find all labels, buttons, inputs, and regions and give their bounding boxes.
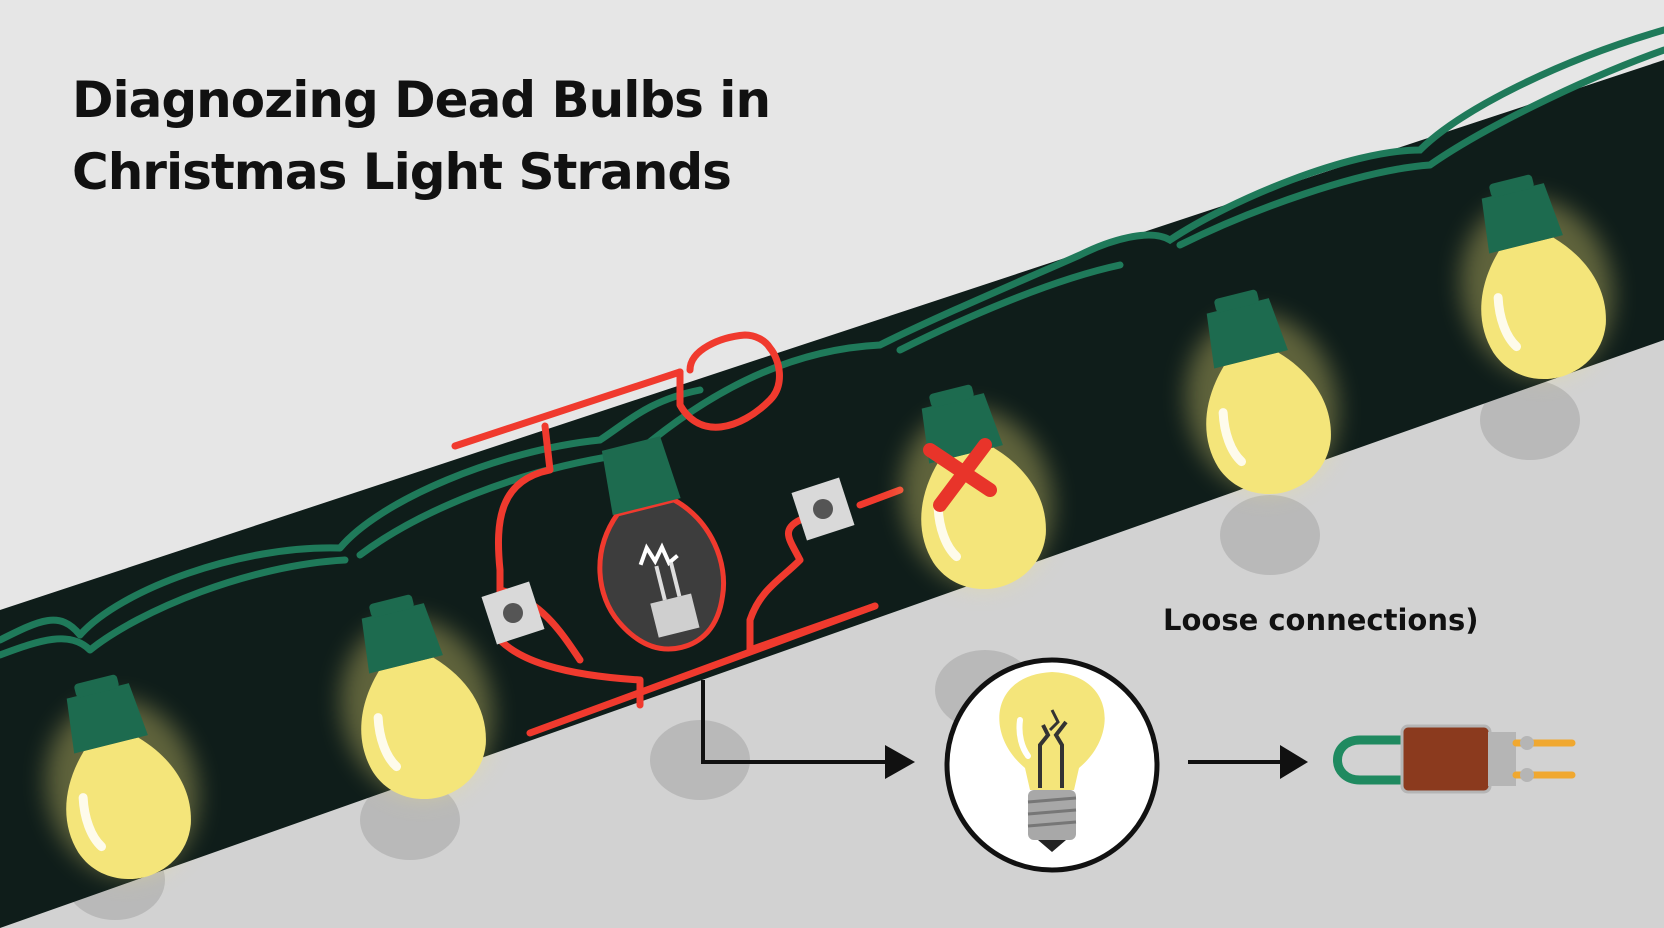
broken-filament-bulb-icon: [944, 657, 1160, 873]
arrow-icon-2: [1188, 745, 1308, 779]
arrow-icon: [701, 680, 915, 779]
test-clip-icon: [481, 581, 545, 645]
loose-connections-label: Loose connections): [1163, 603, 1479, 637]
test-clip-icon-2: [791, 477, 855, 541]
title-line-1: Diagnozing Dead Bulbs in: [72, 71, 771, 129]
shunt-connector-icon: [1333, 724, 1576, 794]
bypass-circuit: [451, 331, 904, 737]
x-mark-icon: [923, 438, 997, 512]
page-title: Diagnozing Dead Bulbs in Christmas Light…: [72, 64, 771, 208]
dead-bulb-icon: [597, 436, 726, 652]
strand-wire: [0, 26, 1664, 659]
title-line-2: Christmas Light Strands: [72, 143, 732, 201]
